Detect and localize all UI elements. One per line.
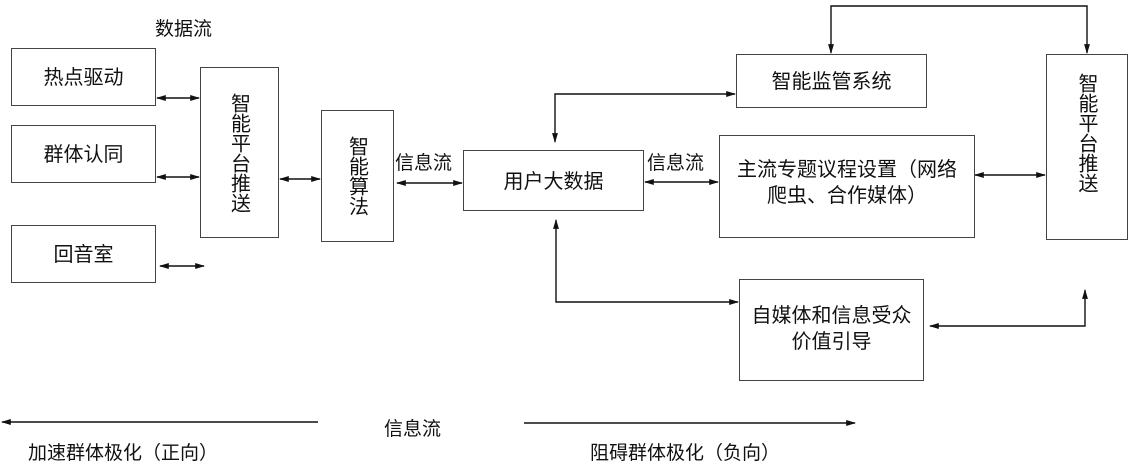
- edge-push-selfmedia: [929, 289, 1088, 329]
- node-algorithm[interactable]: 智能算法: [321, 110, 394, 242]
- node-user-big-data[interactable]: 用户大数据: [463, 150, 644, 211]
- node-group-identity[interactable]: 群体认同: [11, 125, 156, 183]
- edge-bigdata-supervision: [552, 91, 736, 143]
- node-agenda-setting[interactable]: 主流专题议程设置（网络爬虫、合作媒体）: [719, 135, 975, 238]
- node-platform-push-right-text: 智能平台推送: [1075, 73, 1099, 193]
- node-platform-push-right[interactable]: 智能平台推送: [1046, 54, 1128, 240]
- node-hotspot[interactable]: 热点驱动: [11, 48, 156, 106]
- node-user-big-data-text: 用户大数据: [503, 168, 604, 193]
- hinder-polarization-label: 阻碍群体极化（负向）: [590, 442, 781, 464]
- node-echo-chamber-text: 回音室: [53, 242, 114, 266]
- data-flow-label: 数据流: [155, 18, 213, 40]
- accelerate-polarization-label: 加速群体极化（正向）: [28, 442, 219, 464]
- node-platform-push-left[interactable]: 智能平台推送: [200, 67, 279, 238]
- node-echo-chamber[interactable]: 回音室: [11, 225, 156, 283]
- node-supervision-text: 智能监管系统: [771, 69, 892, 93]
- info-flow-label-left: 信息流: [395, 152, 453, 174]
- node-group-identity-text: 群体认同: [43, 142, 124, 166]
- node-hotspot-text: 热点驱动: [43, 65, 124, 89]
- edge-bigdata-selfmedia: [553, 219, 739, 305]
- info-flow-label-right: 信息流: [647, 152, 705, 174]
- edge-supervision-push: [828, 5, 1090, 54]
- node-agenda-setting-text: 主流专题议程设置（网络爬虫、合作媒体）: [737, 157, 957, 207]
- node-algorithm-text: 智能算法: [345, 136, 370, 216]
- node-self-media-text: 自媒体和信息受众价值引导: [751, 303, 912, 353]
- info-flow-label-bottom: 信息流: [384, 418, 442, 440]
- node-supervision[interactable]: 智能监管系统: [736, 54, 927, 108]
- node-platform-push-left-text: 智能平台推送: [227, 92, 252, 213]
- node-self-media[interactable]: 自媒体和信息受众价值引导: [739, 279, 924, 381]
